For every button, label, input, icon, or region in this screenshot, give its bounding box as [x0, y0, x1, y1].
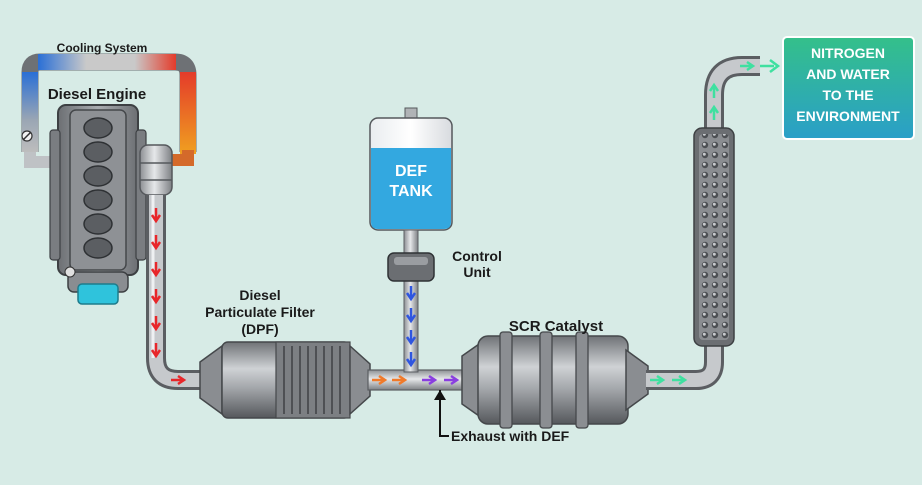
control-unit-label-line2: Unit [463, 264, 491, 280]
dpf-outlet-arrows [372, 374, 408, 386]
cooling-system-loop [21, 53, 197, 168]
exhaust-with-def-label: Exhaust with DEF [451, 428, 570, 444]
engine-sensor-icon [64, 266, 76, 278]
mixed-exhaust-arrows [422, 374, 460, 386]
exhaust-with-def-pointer [434, 390, 449, 437]
env-label-line2: AND WATER [806, 66, 890, 82]
cooling-system-label: Cooling System [57, 41, 148, 55]
env-label-line1: NITROGEN [811, 45, 885, 61]
engine-cylinders [83, 117, 113, 259]
scr-catalyst-label: SCR Catalyst [509, 318, 603, 335]
exhaust-flow-arrows [150, 208, 187, 386]
scr-catalyst [461, 331, 649, 429]
dpf-label-line2: Particulate Filter [205, 304, 315, 320]
dpf-label-line1: Diesel [239, 287, 280, 303]
muffler [693, 127, 735, 347]
control-unit-label-line1: Control [452, 248, 502, 264]
diesel-engine-label: Diesel Engine [48, 86, 146, 103]
def-tank-label-line1: DEF [395, 163, 427, 180]
diesel-particulate-filter [199, 341, 371, 419]
env-label-line3: TO THE [822, 87, 873, 103]
diesel-engine [49, 104, 173, 305]
def-tank-label-line2: TANK [389, 183, 433, 200]
control-unit [387, 252, 435, 282]
engine-oil-pan [77, 283, 119, 305]
def-supply-line [403, 229, 419, 373]
def-tank [369, 107, 453, 231]
environment-output-box [782, 36, 915, 140]
clean-flow-arrows [650, 59, 781, 386]
dpf-label-line3: (DPF) [241, 321, 278, 337]
exhaust-pipe-engine [146, 195, 210, 390]
thermostat-icon [21, 130, 33, 142]
env-label-line4: ENVIRONMENT [796, 108, 900, 124]
def-flow-arrows [405, 286, 417, 368]
